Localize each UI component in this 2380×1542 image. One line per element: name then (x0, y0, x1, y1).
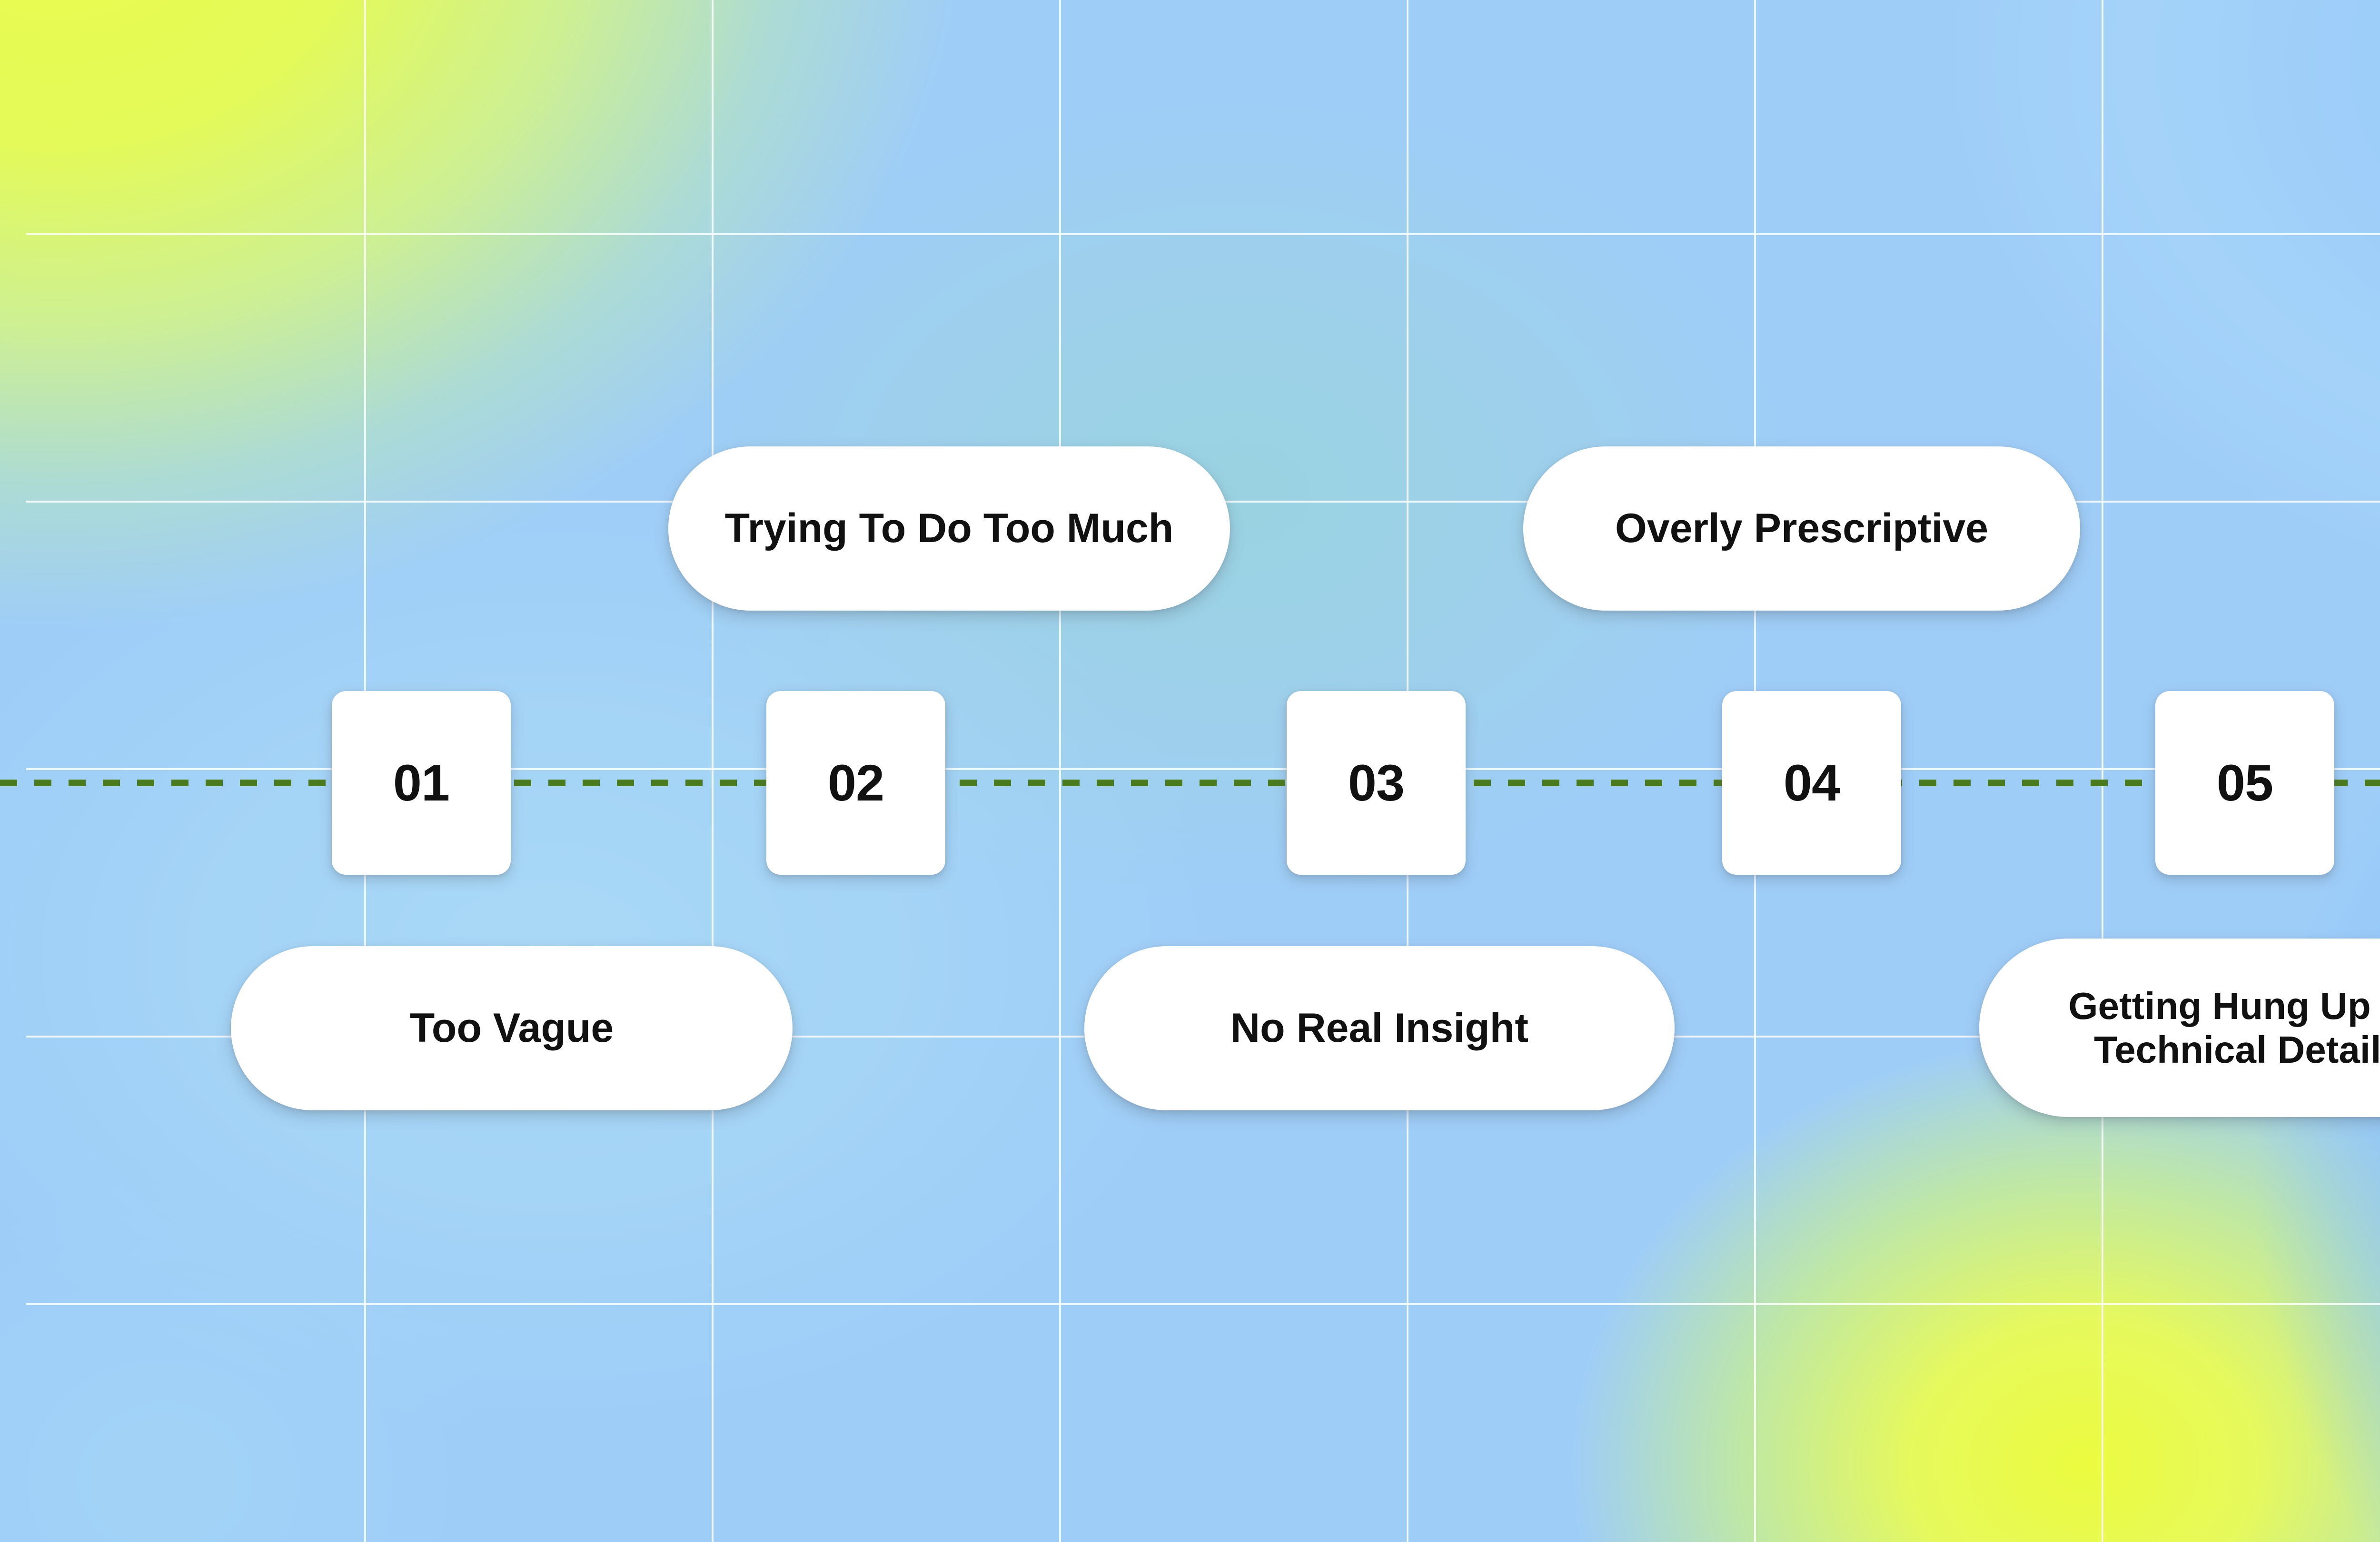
grid-line-vertical (1059, 0, 1061, 1542)
grid-line-horizontal (26, 768, 2380, 770)
timeline-step-card-02[interactable]: 02 (766, 691, 945, 875)
step-number-04: 04 (1783, 754, 1840, 811)
timeline-label-pill-01[interactable]: Too Vague (231, 946, 793, 1110)
grid-line-horizontal (26, 233, 2380, 235)
timeline-label-pill-03[interactable]: No Real Insight (1084, 946, 1675, 1110)
step-label-02: Trying To Do Too Much (724, 505, 1174, 552)
step-number-01: 01 (393, 754, 450, 811)
step-number-05: 05 (2216, 754, 2273, 811)
timeline-label-pill-02[interactable]: Trying To Do Too Much (668, 446, 1230, 611)
grid-line-vertical (2102, 0, 2103, 1542)
step-label-01: Too Vague (409, 1005, 614, 1051)
step-number-03: 03 (1348, 754, 1405, 811)
step-label-03: No Real Insight (1230, 1005, 1528, 1051)
step-label-04: Overly Prescriptive (1615, 505, 1989, 552)
grid-line-horizontal (26, 1303, 2380, 1305)
timeline-step-card-05[interactable]: 05 (2155, 691, 2334, 875)
timeline-label-pill-04[interactable]: Overly Prescriptive (1523, 446, 2080, 611)
timeline-step-card-01[interactable]: 01 (332, 691, 511, 875)
timeline-label-pill-05[interactable]: Getting Hung Up on Technical Details (1979, 939, 2380, 1117)
step-number-02: 02 (827, 754, 884, 811)
step-label-05: Getting Hung Up on Technical Details (2068, 984, 2380, 1071)
timeline-step-card-04[interactable]: 04 (1722, 691, 1901, 875)
grid-line-vertical (712, 0, 714, 1542)
timeline-step-card-03[interactable]: 03 (1287, 691, 1466, 875)
